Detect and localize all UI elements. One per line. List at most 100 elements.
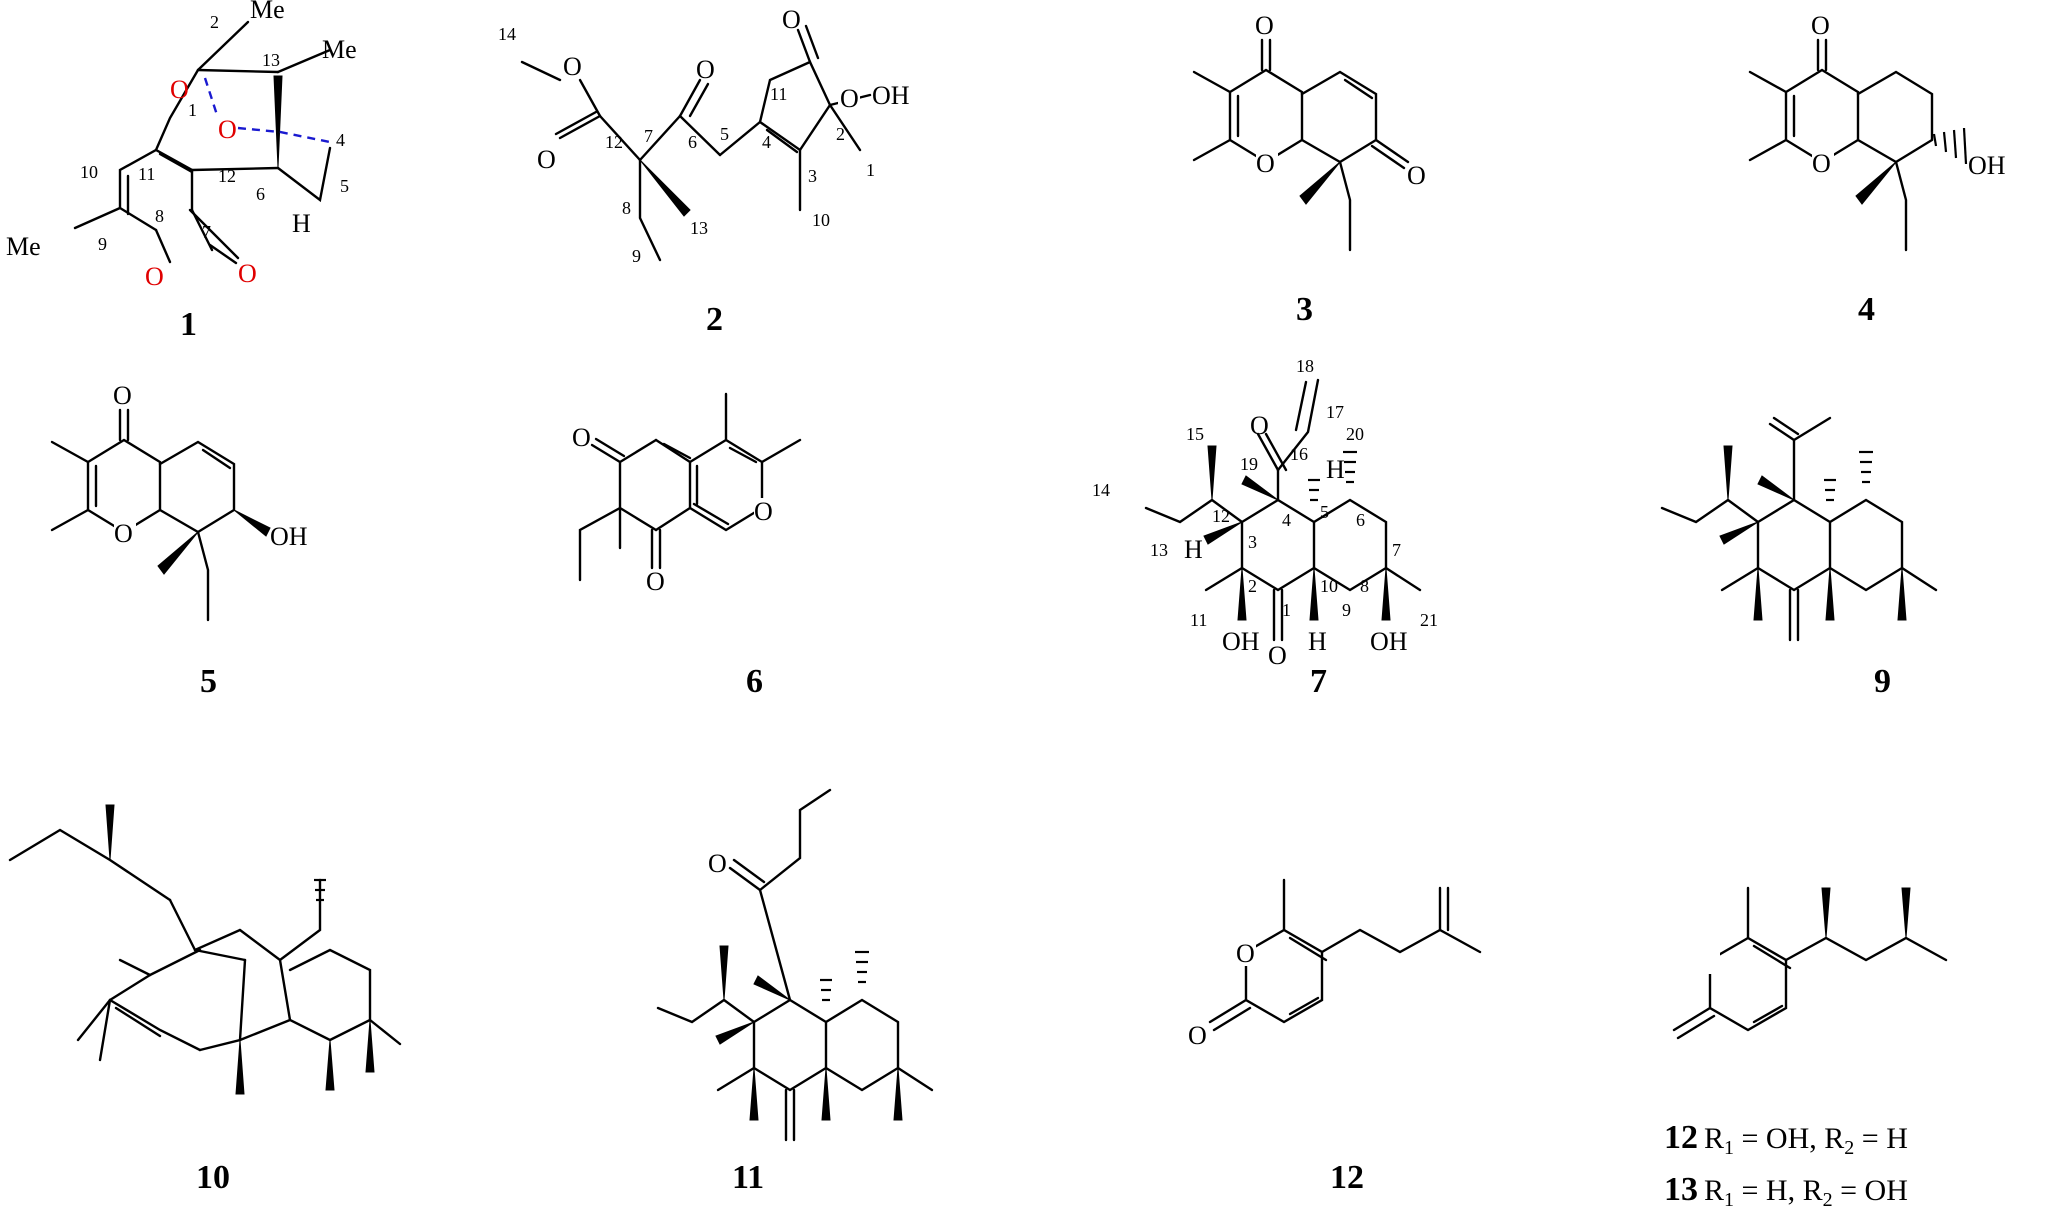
- num-3: 3: [808, 166, 817, 186]
- h5-label: H: [1326, 455, 1345, 484]
- num-1: 1: [188, 100, 197, 120]
- o-top-label: O: [1255, 11, 1274, 40]
- num-5: 5: [340, 176, 349, 196]
- legend-13-id: 13: [1664, 1171, 1698, 1208]
- compound-8: 9: [1660, 416, 1938, 700]
- num-13: 13: [262, 50, 280, 70]
- num-6: 6: [688, 132, 697, 152]
- legend-13-r1: R: [1704, 1174, 1724, 1207]
- o-top-label: O: [113, 381, 132, 410]
- num-1: 1: [1282, 600, 1291, 620]
- oh8-label: OH: [1370, 627, 1408, 656]
- o-ring-label: O: [1256, 149, 1275, 178]
- oh2-label: OH: [1222, 627, 1260, 656]
- compound-1-id: 1: [180, 306, 197, 343]
- legend-13-r1-val: = H,: [1734, 1174, 1803, 1207]
- h6-label: H: [292, 209, 311, 238]
- o-carbonyl-label: O: [1188, 1021, 1207, 1050]
- num-15: 15: [1186, 424, 1204, 444]
- compound-7: 18 17 16 20 15 19 14 12 4 5 6 13 3 7 2 1…: [1092, 356, 1438, 700]
- num-4: 4: [762, 132, 771, 152]
- h3-label: H: [1184, 535, 1203, 564]
- num-7: 7: [1392, 540, 1401, 560]
- compound-2: O O O O O OH 14 12 7 6 5 8 13 9 11 4 3 2…: [498, 5, 910, 338]
- compound-9: 10: [8, 804, 402, 1196]
- num-20: 20: [1346, 424, 1364, 444]
- o-top-label: O: [1811, 11, 1830, 40]
- o-ring-label: O: [840, 84, 859, 113]
- o1-label: O: [170, 75, 189, 104]
- o-carbonyl-label: O: [238, 259, 257, 288]
- num-21: 21: [1420, 610, 1438, 630]
- num-17: 17: [1326, 402, 1344, 422]
- me-left-label: Me: [6, 232, 41, 261]
- num-3: 3: [1248, 532, 1257, 552]
- num-9: 9: [1342, 600, 1351, 620]
- compound-11-id: 12: [1330, 1159, 1364, 1196]
- o-ket-label: O: [696, 55, 715, 84]
- o-ket-label: O: [1407, 161, 1426, 190]
- o-ester-label: O: [563, 52, 582, 81]
- num-11: 11: [138, 164, 155, 184]
- num-4: 4: [1282, 510, 1291, 530]
- num-12: 12: [218, 166, 236, 186]
- legend-12-r1-val: = OH,: [1734, 1122, 1824, 1155]
- legend-12-id: 12: [1664, 1119, 1698, 1156]
- legend-12-r2-sub: 2: [1844, 1137, 1854, 1159]
- legend-13-r2-sub: 2: [1823, 1189, 1833, 1211]
- legend-12-r2: R: [1824, 1122, 1844, 1155]
- me-top-label: Me: [250, 0, 285, 24]
- num-16: 16: [1290, 444, 1308, 464]
- num-8: 8: [622, 198, 631, 218]
- legend-12-r1-sub: 1: [1724, 1137, 1734, 1159]
- num-2: 2: [1248, 576, 1257, 596]
- num-1: 1: [866, 160, 875, 180]
- o-ring-label: O: [114, 519, 133, 548]
- compound-10: O 11: [656, 788, 934, 1196]
- compound-4-id: 4: [1858, 291, 1875, 328]
- num-10: 10: [1320, 576, 1338, 596]
- oh-label: OH: [1968, 151, 2006, 180]
- num-12: 12: [605, 132, 623, 152]
- o-ring-label: O: [1812, 149, 1831, 178]
- num-2: 2: [836, 124, 845, 144]
- compound-6: O O O 6: [572, 392, 802, 700]
- o8-label: O: [145, 262, 164, 291]
- o-lac-eq-label: O: [782, 5, 801, 34]
- oh-label: OH: [270, 522, 308, 551]
- oh-label: OH: [872, 81, 910, 110]
- num-14: 14: [1092, 480, 1110, 500]
- num-13: 13: [690, 218, 708, 238]
- num-10: 10: [80, 162, 98, 182]
- compound-11: O O 12: [1188, 878, 1482, 1196]
- compound-8-id: 9: [1874, 663, 1891, 700]
- o-ring-label: O: [1236, 939, 1255, 968]
- h10-label: H: [1308, 627, 1327, 656]
- num-9: 9: [98, 234, 107, 254]
- legend-13-r2: R: [1803, 1174, 1823, 1207]
- o-eq-label: O: [537, 145, 556, 174]
- compound-5: O O OH 5: [50, 381, 308, 700]
- num-12: 12: [1212, 506, 1230, 526]
- legend-13-r1-sub: 1: [1724, 1189, 1734, 1211]
- num-4: 4: [336, 130, 345, 150]
- num-5: 5: [1320, 502, 1329, 522]
- me-right-label: Me: [322, 35, 357, 64]
- num-13: 13: [1150, 540, 1168, 560]
- num-2: 2: [210, 12, 219, 32]
- compound-7-id: 7: [1310, 663, 1327, 700]
- num-11: 11: [770, 84, 787, 104]
- o-ring-label: O: [754, 497, 773, 526]
- num-9: 9: [632, 246, 641, 266]
- compound-9-id: 10: [196, 1159, 230, 1196]
- num-6: 6: [1356, 510, 1365, 530]
- compound-2-id: 2: [706, 301, 723, 338]
- compound-1: Me Me Me O O O O H 2 13 1 11 10 12 6 4 5…: [6, 0, 357, 343]
- legend-12-r1: R: [1704, 1122, 1724, 1155]
- legend-12-r2-val: = H: [1854, 1122, 1908, 1155]
- num-7: 7: [644, 126, 653, 146]
